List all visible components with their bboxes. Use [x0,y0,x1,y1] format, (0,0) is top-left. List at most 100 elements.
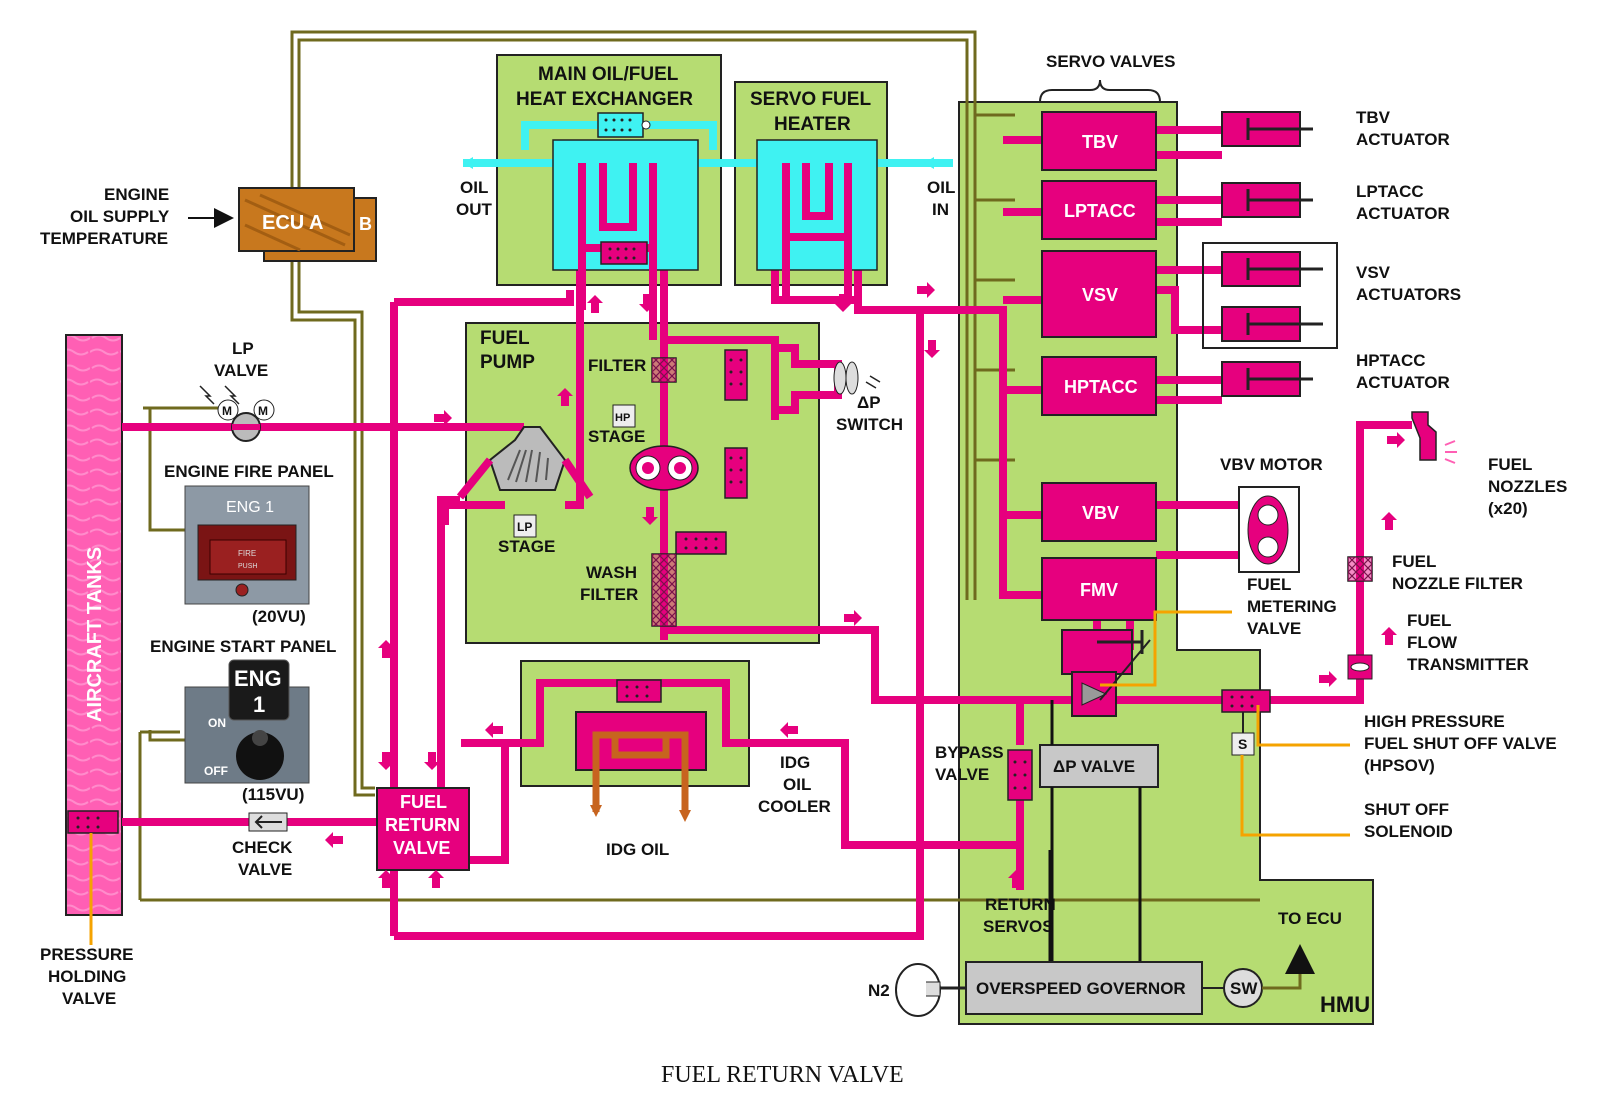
svg-text:ΔP: ΔP [857,393,881,412]
svg-text:ENGINE: ENGINE [104,185,169,204]
svg-text:VALVE: VALVE [935,765,989,784]
svg-text:COOLER: COOLER [758,797,831,816]
hp-pump-gears [629,445,699,491]
svg-text:M: M [222,404,232,418]
svg-text:VALVE: VALVE [238,860,292,879]
ecu-boxes [238,187,377,262]
fmv-orange-wire [1100,610,1232,687]
wash-filter-element [651,553,677,627]
vsv-label: VSV [1082,285,1118,305]
dp-switch-icon [775,344,881,414]
svg-text:HMU: HMU [1320,992,1370,1017]
svg-text:OIL: OIL [783,775,811,794]
wash-filter-element-fill [652,554,676,626]
aircraft-tanks-label: AIRCRAFT TANKS [84,547,106,722]
svg-text:ACTUATOR: ACTUATOR [1356,373,1450,392]
ecu-a-label: ECU A [262,212,323,234]
svg-text:CHECK: CHECK [232,838,293,857]
fuel-return-valve [376,787,470,871]
dotted-elements [67,112,1271,834]
frv-label-3: VALVE [393,838,450,858]
overspeed-governor-label: OVERSPEED GOVERNOR [976,979,1186,998]
svg-text:SOLENOID: SOLENOID [1364,822,1453,841]
svg-text:TEMPERATURE: TEMPERATURE [40,229,168,248]
svg-text:ENGINE START PANEL: ENGINE START PANEL [150,637,336,656]
svg-text:SERVO VALVES: SERVO VALVES [1046,52,1175,71]
svg-text:FUEL: FUEL [1488,455,1532,474]
figure-caption: FUEL RETURN VALVE [661,1062,904,1088]
svg-text:FUEL SHUT OFF VALVE: FUEL SHUT OFF VALVE [1364,734,1557,753]
svg-text:IN: IN [932,200,949,219]
tbv-label: TBV [1082,132,1118,152]
svg-text:FUEL: FUEL [1392,552,1436,571]
lp-stage-impeller [456,426,594,500]
hx-fuel-coils-over [578,163,852,340]
svg-text:RETURN: RETURN [985,895,1056,914]
svg-text:VALVE: VALVE [1247,619,1301,638]
svg-text:NOZZLES: NOZZLES [1488,477,1567,496]
lptacc-label: LPTACC [1064,201,1136,221]
svg-text:OIL SUPPLY: OIL SUPPLY [70,207,170,226]
frv-label-1: FUEL [400,792,447,812]
dp-valve-label: ΔP VALVE [1053,757,1135,776]
off-label: OFF [204,764,228,778]
filter-element [651,357,677,383]
ecu-b-label: B [359,214,372,234]
svg-text:PRESSURE: PRESSURE [40,945,134,964]
svg-text:OIL: OIL [460,178,488,197]
svg-text:FILTER: FILTER [588,356,646,375]
svg-text:FLOW: FLOW [1407,633,1458,652]
eng-start-label-1: ENG [234,666,282,691]
svg-text:ENGINE FIRE PANEL: ENGINE FIRE PANEL [164,462,334,481]
engine-fire-panel [184,485,310,605]
svg-text:PUMP: PUMP [480,352,535,373]
olive-wiring [138,30,1260,902]
s-solenoid-label: S [1238,736,1247,752]
eng-start-label-2: 1 [253,692,265,717]
svg-text:M: M [258,404,268,418]
svg-text:N2: N2 [868,981,890,1000]
svg-text:BYPASS: BYPASS [935,743,1004,762]
svg-text:METERING: METERING [1247,597,1337,616]
svg-text:ACTUATOR: ACTUATOR [1356,130,1450,149]
svg-text:OIL: OIL [927,178,955,197]
lp-box [513,514,537,538]
svg-text:STAGE: STAGE [588,427,645,446]
svg-text:(x20): (x20) [1488,499,1528,518]
labels: ENGINE OIL SUPPLY TEMPERATURE MAIN OIL/F… [40,52,1567,1017]
svg-text:(HPSOV): (HPSOV) [1364,756,1435,775]
svg-text:FILTER: FILTER [580,585,638,604]
idg-cooler [575,711,707,822]
svg-text:VALVE: VALVE [214,361,268,380]
fmv-label: FMV [1080,580,1118,600]
svg-text:VALVE: VALVE [62,989,116,1008]
main-hx-label-2: HEAT EXCHANGER [516,89,693,110]
vbv-motor-icon [1238,486,1300,573]
svg-text:HIGH PRESSURE: HIGH PRESSURE [1364,712,1505,731]
overspeed-governor [965,961,1203,1015]
metering-valve-icon [1071,639,1151,717]
fuel-flow-transmitter-icon [1347,654,1373,680]
svg-text:IDG: IDG [780,753,810,772]
hptacc-label: HPTACC [1064,377,1138,397]
svg-text:LPTACC: LPTACC [1356,182,1424,201]
svg-text:FUEL: FUEL [1247,575,1291,594]
hmu-black-lines [1048,700,1142,962]
n2-rotation-icon [895,963,966,1017]
svg-text:(20VU): (20VU) [252,607,306,626]
svg-text:NOZZLE FILTER: NOZZLE FILTER [1392,574,1523,593]
dp-valve [1039,744,1159,788]
vbv-label: VBV [1082,503,1119,523]
svg-text:SERVOS: SERVOS [983,917,1054,936]
hp-box-label: HP [615,412,630,424]
svg-text:SHUT OFF: SHUT OFF [1364,800,1449,819]
servo-valves-brace [1039,79,1161,103]
push-label: PUSH [238,563,257,570]
nozzle-filter-fill [1348,557,1372,581]
hpsov-wires [1240,705,1350,837]
servo-heater-label-2: HEATER [774,114,851,135]
svg-text:TBV: TBV [1356,108,1391,127]
svg-text:LP: LP [232,339,254,358]
svg-text:VBV MOTOR: VBV MOTOR [1220,455,1323,474]
